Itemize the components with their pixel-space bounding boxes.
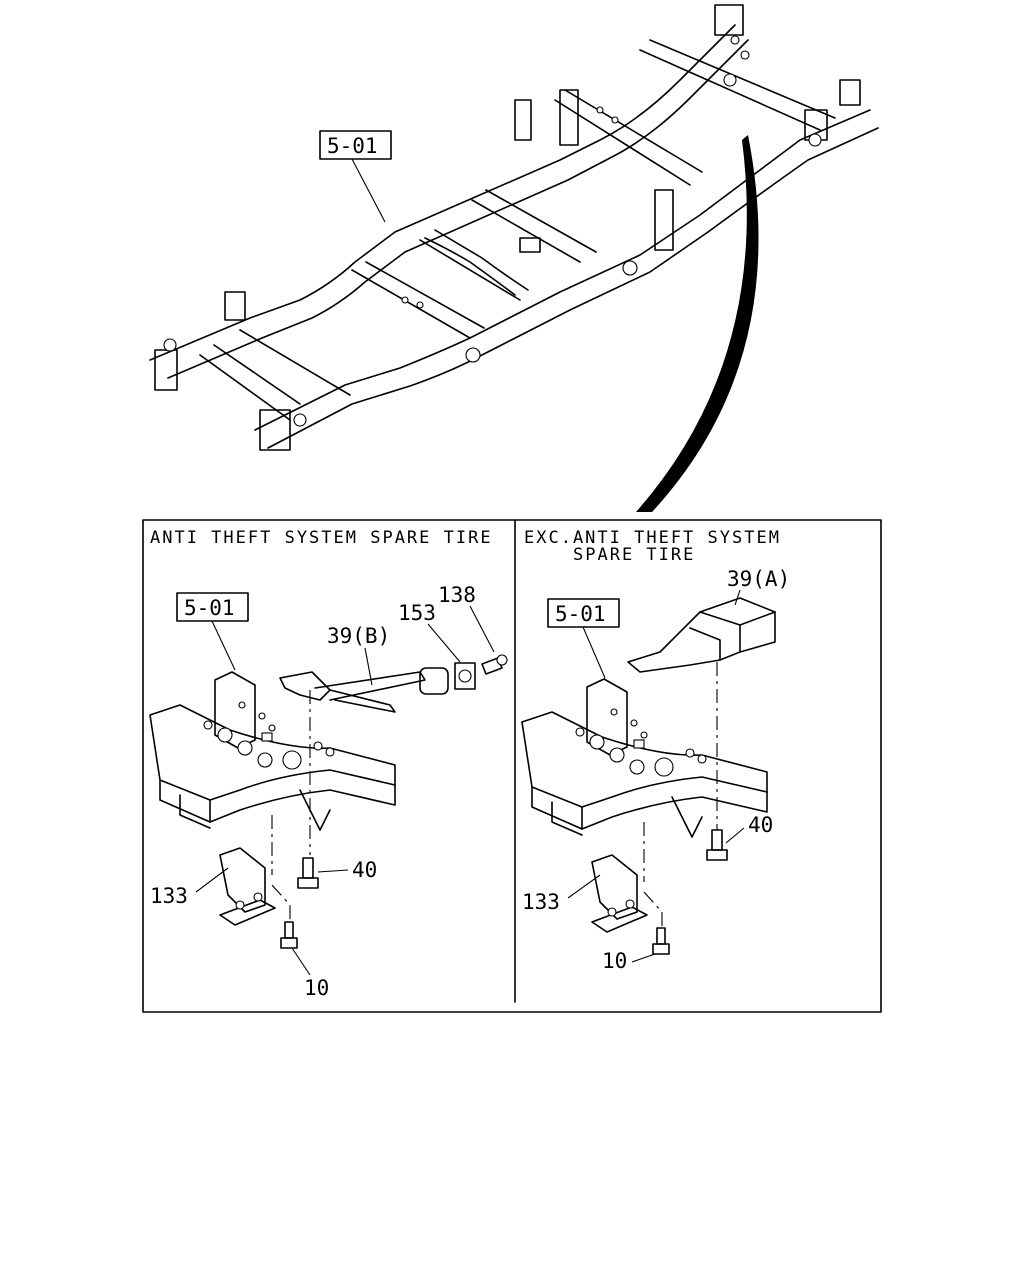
reference-label-left: 5-01: [184, 596, 235, 620]
bolt-drawing-right-40: [706, 829, 728, 861]
leader-line-overview: [351, 158, 386, 223]
bolt-drawing-left-10: [280, 921, 298, 949]
callout-left-10: 10: [304, 976, 329, 1000]
callout-left-40: 40: [352, 858, 377, 882]
leader-line-left: [211, 620, 236, 671]
callout-left-138: 138: [438, 583, 476, 607]
panel-left-header: ANTI THEFT SYSTEM SPARE TIRE: [150, 528, 493, 548]
callout-right-39a: 39(A): [727, 567, 790, 591]
detail-frame: [142, 519, 882, 1013]
callout-left-153: 153: [398, 601, 436, 625]
leader-line-right: [582, 626, 606, 679]
lock-bracket-drawing-right: [591, 854, 648, 933]
callout-left-133: 133: [150, 884, 188, 908]
callout-right-10: 10: [602, 949, 627, 973]
crossmember-drawing-left: [149, 671, 396, 831]
reference-label-right: 5-01: [555, 602, 606, 626]
callout-left-39b: 39(B): [327, 624, 390, 648]
callout-right-133: 133: [522, 890, 560, 914]
bolt-drawing-left-40: [297, 857, 319, 889]
chassis-frame-drawing: [149, 4, 879, 451]
panel-right-header-line2: SPARE TIRE: [573, 545, 695, 565]
lock-bracket-drawing-left: [219, 847, 276, 926]
callout-right-40: 40: [748, 813, 773, 837]
reference-label-overview: 5-01: [327, 134, 378, 158]
detail-arrow: [636, 135, 759, 512]
crossmember-drawing-right: [521, 678, 768, 838]
cable-assembly-drawing: [279, 654, 508, 713]
reference-box-overview: [319, 130, 392, 160]
cover-drawing-39a: [627, 597, 776, 673]
bolt-drawing-right-10: [652, 927, 670, 955]
panel-right-header-line1: EXC.ANTI THEFT SYSTEM: [524, 528, 781, 548]
